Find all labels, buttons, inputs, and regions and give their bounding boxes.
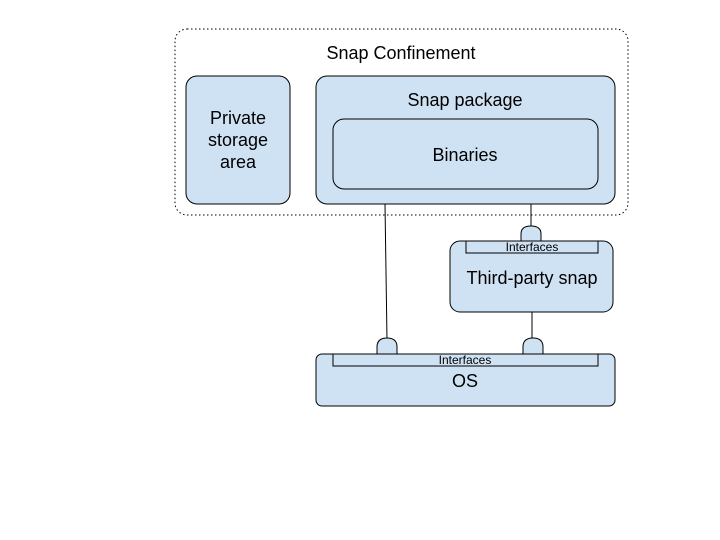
- os-interfaces-bar: [332, 353, 599, 367]
- third-party-snap-label: Third-party snap: [466, 268, 597, 288]
- os-plug-connector-left: [376, 337, 398, 354]
- os-interfaces-label: Interfaces: [439, 353, 492, 367]
- third-party-interfaces-bar: [465, 240, 599, 254]
- third-party-interfaces-label: Interfaces: [506, 240, 559, 254]
- binaries-box: [332, 118, 599, 190]
- os-label: OS: [452, 371, 478, 391]
- private-storage-label-line1: Private: [210, 108, 266, 128]
- third-party-plug-connector: [520, 225, 542, 241]
- snap-confinement-boundary: [174, 28, 629, 216]
- private-storage-area-box: [185, 75, 291, 205]
- os-plug-connector-right: [522, 337, 544, 354]
- private-storage-label-line2: storage: [208, 130, 268, 150]
- snap-to-os-connector: [384, 203, 388, 341]
- binaries-label: Binaries: [432, 145, 497, 165]
- private-storage-label-line3: area: [220, 152, 257, 172]
- snap-confinement-label: Snap Confinement: [326, 43, 475, 63]
- snap-package-label: Snap package: [407, 90, 522, 110]
